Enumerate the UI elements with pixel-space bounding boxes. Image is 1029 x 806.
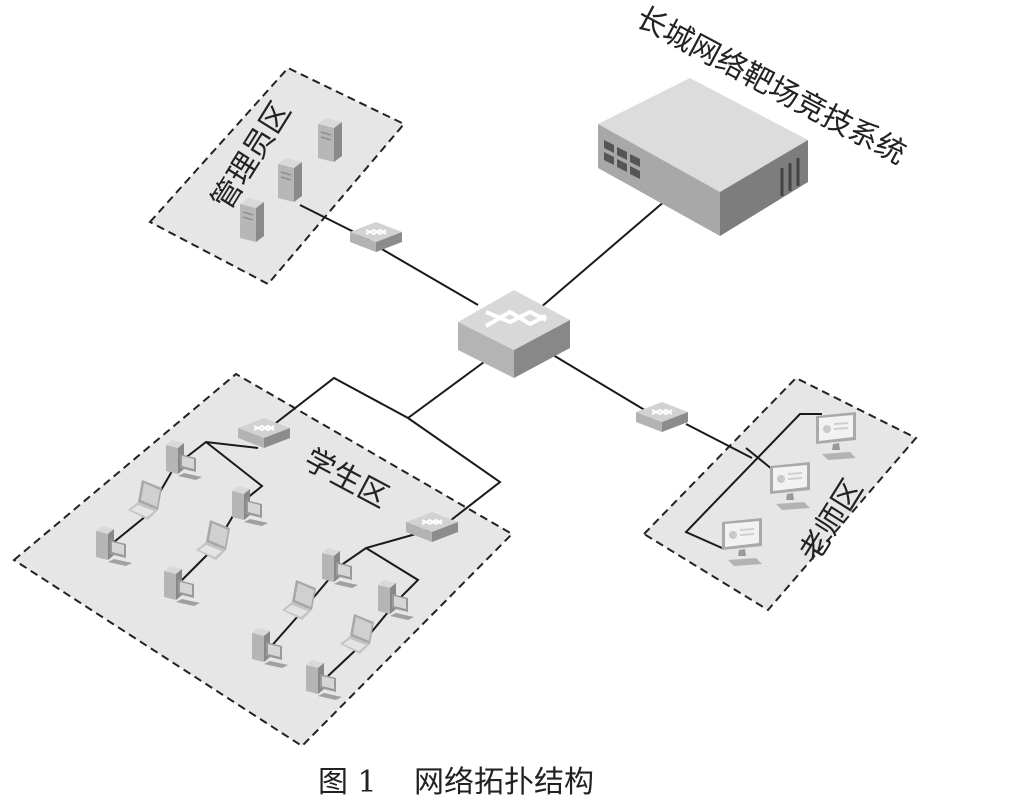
- admin-zone: [148, 66, 406, 286]
- admin-server-icon: [317, 117, 343, 163]
- admin-server-icon: [239, 197, 265, 243]
- teacher-switch-icon: [635, 401, 689, 433]
- figure-title: 网络拓扑结构: [414, 765, 594, 800]
- figure-number: 图 1: [318, 765, 377, 800]
- admin-switch-icon: [349, 221, 403, 253]
- rack-server-icon: [598, 78, 808, 236]
- admin-server-icon: [277, 157, 303, 203]
- core-switch-icon: [458, 290, 570, 378]
- student-zone: [12, 372, 514, 748]
